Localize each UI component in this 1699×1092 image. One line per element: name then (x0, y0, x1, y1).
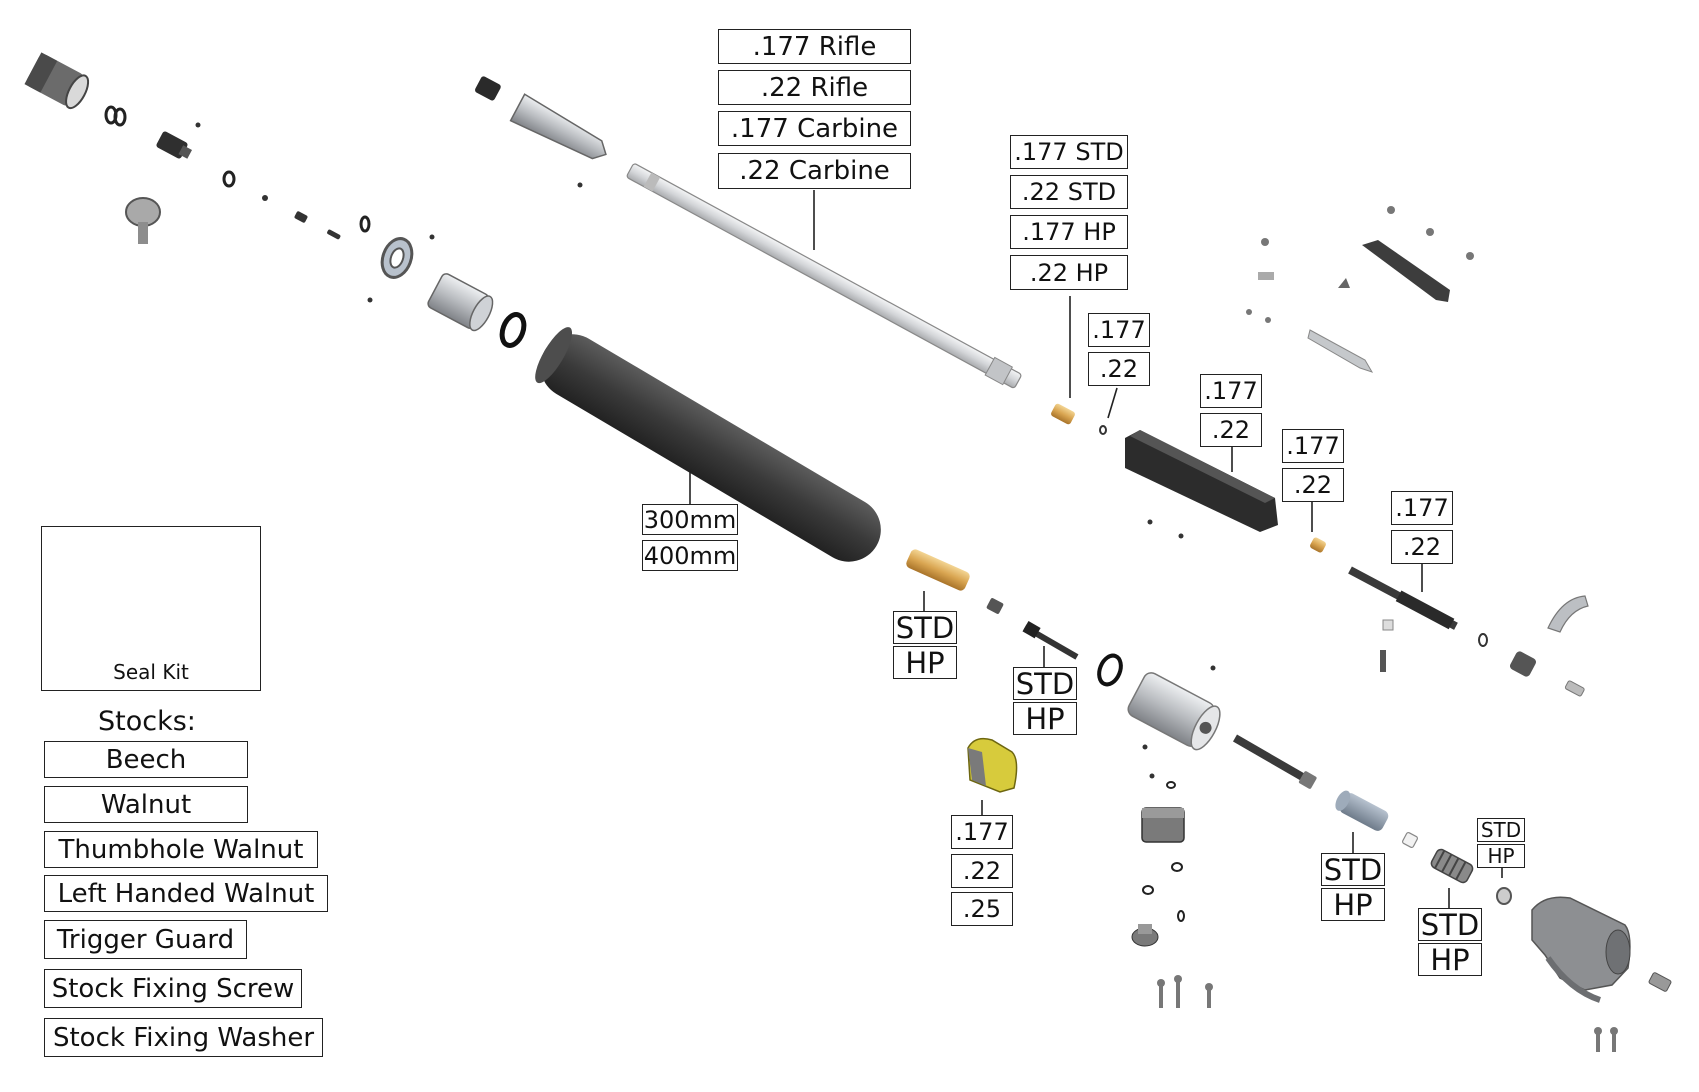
stock-item-stock-fixing-washer: Stock Fixing Washer (44, 1018, 323, 1057)
bolt-handle (1510, 595, 1589, 697)
transfer-port-label-std: STD (893, 611, 957, 645)
hammer-label-hp: HP (1321, 888, 1385, 922)
bolt-oring (1478, 633, 1488, 647)
bolt-probe (1348, 566, 1458, 630)
breech-label-177-hp: .177 HP (1010, 215, 1128, 249)
stock-item-walnut: Walnut (44, 786, 248, 823)
oring-label-177: .177 (1088, 313, 1150, 347)
cylinder-end-plug (427, 273, 494, 332)
barrel-label-22-carbine: .22 Carbine (718, 153, 911, 189)
magazine-label-25: .25 (951, 892, 1013, 926)
bolt-label-177: .177 (1391, 491, 1453, 525)
small-orings (104, 105, 371, 233)
clamp-ring (380, 237, 414, 279)
probe-seal-label-22: .22 (1282, 468, 1344, 502)
pressure-fitting (1131, 924, 1159, 947)
breech-label-177-std: .177 STD (1010, 135, 1128, 169)
hammer-washer (1496, 887, 1512, 905)
cylinder-label-300mm: 300mm (642, 504, 738, 535)
stock-item-left-handed-walnut: Left Handed Walnut (44, 875, 328, 912)
valve-oring (1097, 653, 1123, 687)
regulator-block (1141, 807, 1185, 843)
lower-screws (1142, 519, 1618, 1052)
seal-kit-box: Seal Kit (41, 526, 261, 691)
hammer-spring (1233, 734, 1317, 789)
stock-item-trigger-guard: Trigger Guard (44, 920, 247, 959)
small-fitting (156, 131, 193, 159)
lower-small-parts (1142, 781, 1185, 922)
block-label-177: .177 (1200, 374, 1262, 408)
block-label-22: .22 (1200, 413, 1262, 447)
valve-body (1127, 672, 1221, 751)
hammer-label-std: STD (1321, 853, 1385, 887)
bolt-label-22: .22 (1391, 530, 1453, 564)
stock-item-thumbhole-walnut: Thumbhole Walnut (44, 831, 318, 868)
magazine (967, 737, 1018, 793)
magazine-label-22: .22 (951, 854, 1013, 888)
cylinder-label-400mm: 400mm (642, 540, 738, 571)
spring-label-std: STD (1418, 908, 1482, 942)
pressure-gauge (125, 197, 161, 244)
breech-seal (1051, 403, 1075, 425)
trigger-housing (1531, 896, 1631, 1003)
valve-stem (986, 598, 1079, 660)
tiny-parts (195, 122, 583, 303)
air-cylinder (535, 327, 881, 562)
magazine-label-177: .177 (951, 815, 1013, 849)
stock-item-stock-fixing-screw: Stock Fixing Screw (44, 969, 302, 1008)
transfer-port-label-hp: HP (893, 646, 957, 680)
valve-stem-label-hp: HP (1013, 702, 1077, 736)
transfer-port (906, 549, 970, 591)
action-block (1125, 430, 1278, 532)
large-oring (499, 312, 527, 348)
barrel-shroud-front (509, 93, 607, 160)
breech-label-22-std: .22 STD (1010, 175, 1128, 209)
trigger-small-parts (1246, 206, 1474, 373)
stock-item-beech: Beech (44, 741, 248, 778)
barrel-label-177-rifle: .177 Rifle (718, 29, 911, 64)
barrel-label-177-carbine: .177 Carbine (718, 111, 911, 146)
probe-seal (1310, 537, 1326, 553)
breech-label-22-hp: .22 HP (1010, 255, 1128, 290)
trigger-housing-screw (1648, 972, 1672, 992)
valve-stem-label-std: STD (1013, 667, 1077, 701)
shroud-cap (475, 76, 501, 101)
washer-label-hp: HP (1477, 844, 1525, 868)
trigger-blade (1362, 240, 1450, 302)
tiny-oring (1099, 425, 1107, 435)
washer-label-std: STD (1477, 818, 1525, 842)
hammer (1335, 790, 1389, 831)
probe-seal-label-177: .177 (1282, 429, 1344, 463)
muzzle-cap (24, 52, 90, 110)
stocks-title: Stocks: (98, 706, 196, 737)
hammer-main-spring (1430, 848, 1474, 884)
oring-label-22: .22 (1088, 352, 1150, 386)
spring-guide (1401, 831, 1419, 849)
leader-lines (689, 190, 1503, 908)
seal-kit-caption: Seal Kit (113, 660, 189, 684)
barrel-label-22-rifle: .22 Rifle (718, 70, 911, 105)
spring-label-hp: HP (1418, 943, 1482, 977)
barrel (626, 163, 1022, 389)
